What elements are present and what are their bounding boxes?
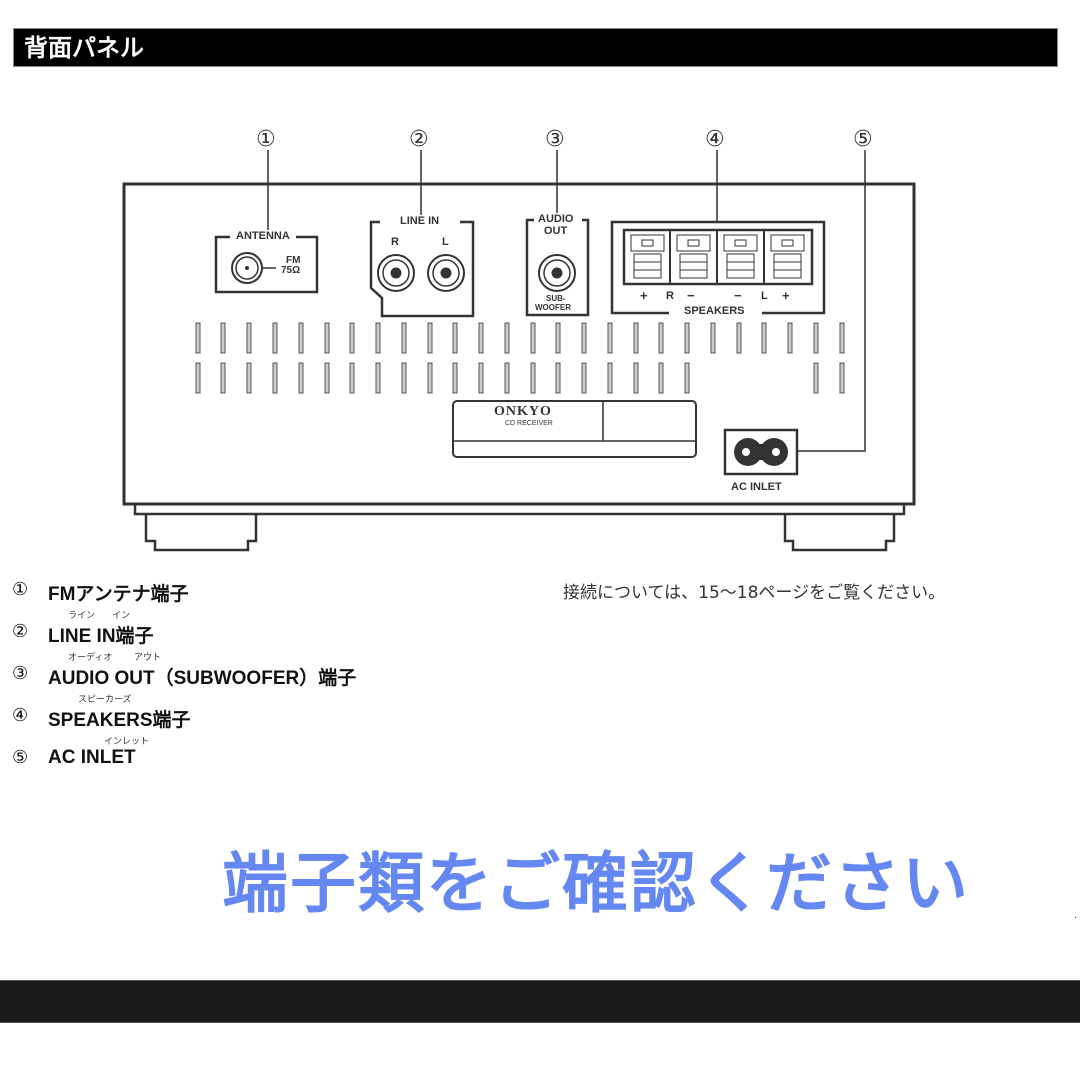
antenna-jack[interactable] <box>232 253 262 283</box>
legend-num: ③ <box>12 663 29 684</box>
antenna-label: ANTENNA <box>234 230 292 242</box>
antenna-fm-label: FM <box>286 255 301 266</box>
antenna-ohm-label: 75Ω <box>281 265 301 276</box>
speaker-terminal-l-plus[interactable] <box>766 232 809 282</box>
overlay-message: 端子類をご確認ください <box>222 845 970 922</box>
legend-ruby: イン <box>112 610 131 620</box>
subwoofer-jack[interactable] <box>539 255 575 291</box>
callout-2: ② <box>409 127 429 152</box>
rear-panel-drawing <box>122 150 916 552</box>
line-in-label: LINE IN <box>398 215 442 227</box>
legend-num: ① <box>12 579 29 600</box>
audio-out-label-2: OUT <box>544 225 568 237</box>
callout-5: ⑤ <box>853 127 873 152</box>
legend-ruby: ライン <box>68 610 96 620</box>
legend-ruby: インレット <box>104 736 150 746</box>
footer-bar <box>0 980 1080 1023</box>
legend-num: ② <box>12 621 29 642</box>
brand-model: CD RECEIVER <box>505 420 553 427</box>
legend-text: FMアンテナ端子 <box>48 584 189 605</box>
speaker-terminal-r-minus[interactable] <box>672 232 715 282</box>
speaker-terminal-l-minus[interactable] <box>719 232 762 282</box>
callout-3: ③ <box>545 127 565 152</box>
speaker-sign-r-minus: − <box>687 288 695 303</box>
stray-mark: · <box>1074 913 1078 924</box>
section-header: 背面パネル <box>13 28 1058 67</box>
rear-panel-diagram: ① ② ③ ④ ⑤ ANTENNA FM 75Ω LINE IN R L AUD… <box>122 127 916 552</box>
reference-note: 接続については、15～18ページをご覧ください。 <box>563 583 946 603</box>
legend-text: AUDIO OUT（SUBWOOFER）端子 <box>48 668 357 689</box>
legend-num: ④ <box>12 705 29 726</box>
subwoofer-label: SUB- <box>546 294 566 303</box>
audio-out-label: AUDIO <box>537 213 575 225</box>
line-in-r-label: R <box>391 236 399 248</box>
speaker-sign-r-plus: + <box>640 288 648 303</box>
speaker-terminal-r-plus[interactable] <box>626 232 669 282</box>
speaker-sign-r: R <box>666 290 674 302</box>
ac-inlet-socket[interactable] <box>725 430 797 474</box>
legend-text: AC INLET <box>48 747 136 768</box>
brand-logo: ONKYO <box>494 404 552 419</box>
subwoofer-label-2: WOOFER <box>535 303 571 312</box>
ac-inlet-label: AC INLET <box>731 481 782 493</box>
legend-ruby: アウト <box>134 652 162 662</box>
callout-4: ④ <box>705 127 725 152</box>
legend-ruby: オーディオ <box>68 652 113 662</box>
speaker-sign-l-minus: − <box>734 288 742 303</box>
legend-text: LINE IN端子 <box>48 626 154 647</box>
legend-text: SPEAKERS端子 <box>48 710 191 731</box>
speakers-label: SPEAKERS <box>682 305 747 317</box>
speaker-sign-l: L <box>761 290 768 302</box>
section-title: 背面パネル <box>24 34 144 62</box>
legend-ruby: スピーカーズ <box>78 694 132 704</box>
line-in-l-jack[interactable] <box>428 255 464 291</box>
callout-1: ① <box>256 127 276 152</box>
legend-num: ⑤ <box>12 747 29 768</box>
line-in-l-label: L <box>442 236 449 248</box>
line-in-r-jack[interactable] <box>378 255 414 291</box>
speaker-sign-l-plus: + <box>782 288 790 303</box>
